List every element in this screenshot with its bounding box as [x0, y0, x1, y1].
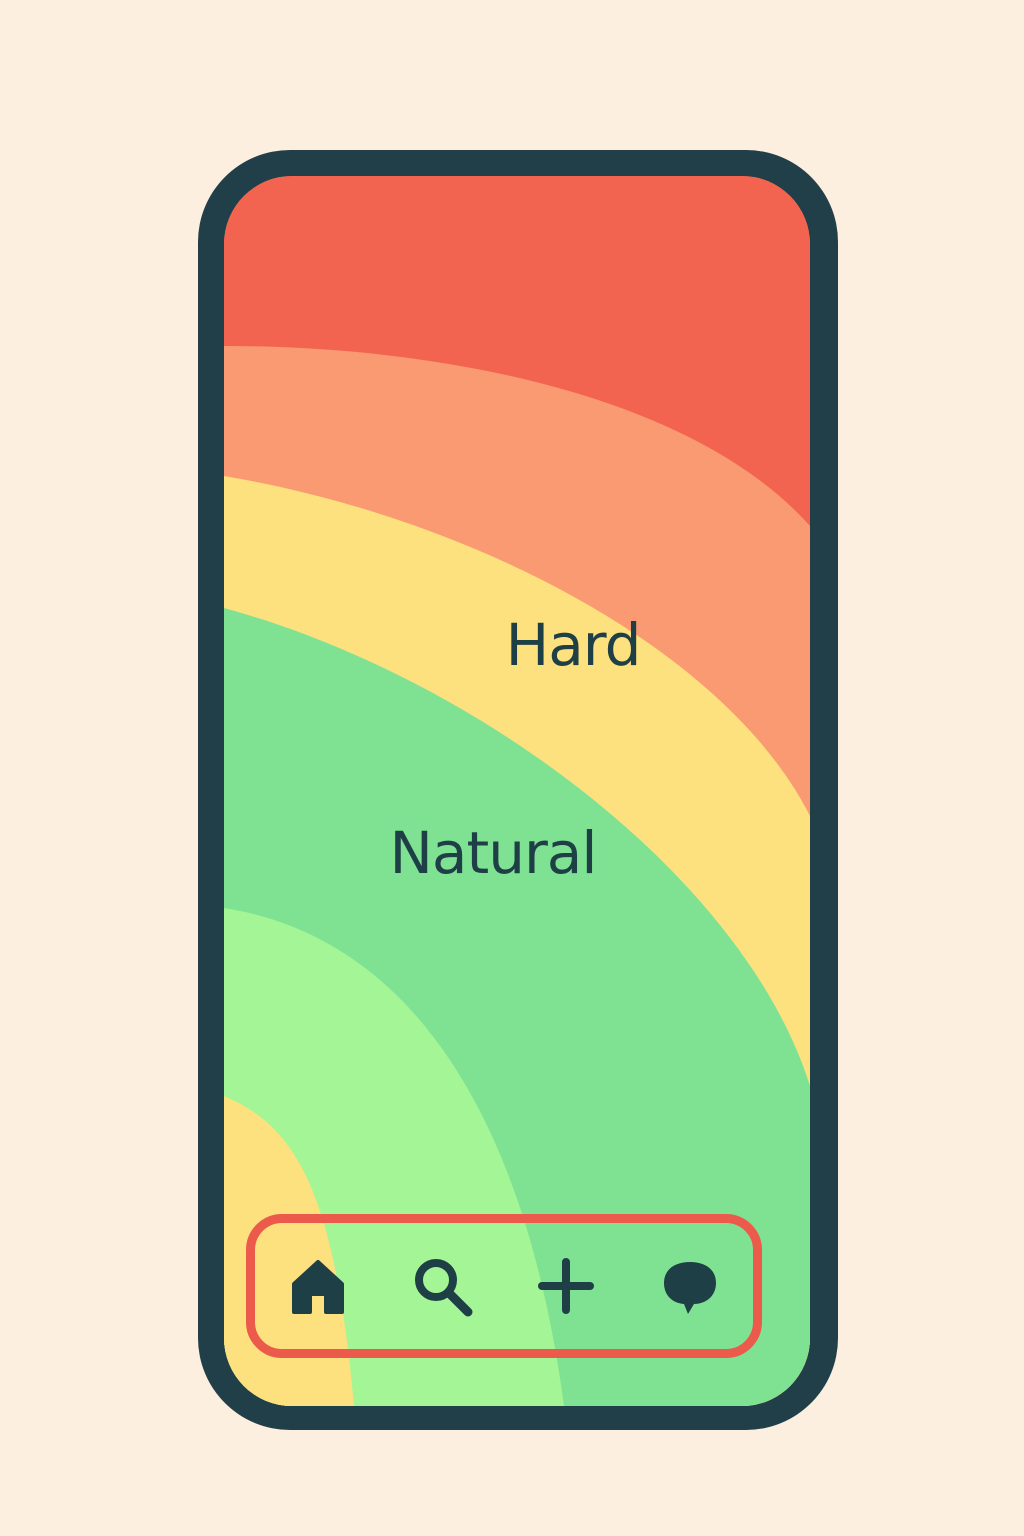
messages-button[interactable]	[651, 1247, 729, 1325]
bottom-nav-bar	[246, 1214, 762, 1358]
plus-icon	[538, 1258, 594, 1314]
rainbow-wave-background	[224, 176, 810, 1406]
search-icon	[415, 1259, 473, 1317]
natural-label: Natural	[389, 819, 598, 887]
add-button[interactable]	[527, 1247, 605, 1325]
home-button[interactable]	[279, 1247, 357, 1325]
home-icon	[292, 1260, 344, 1314]
phone-frame: Hard Natural	[198, 150, 838, 1430]
phone-screen: Hard Natural	[224, 176, 810, 1406]
hard-label: Hard	[505, 611, 642, 679]
search-button[interactable]	[403, 1247, 481, 1325]
chat-bubble-icon	[664, 1262, 716, 1314]
